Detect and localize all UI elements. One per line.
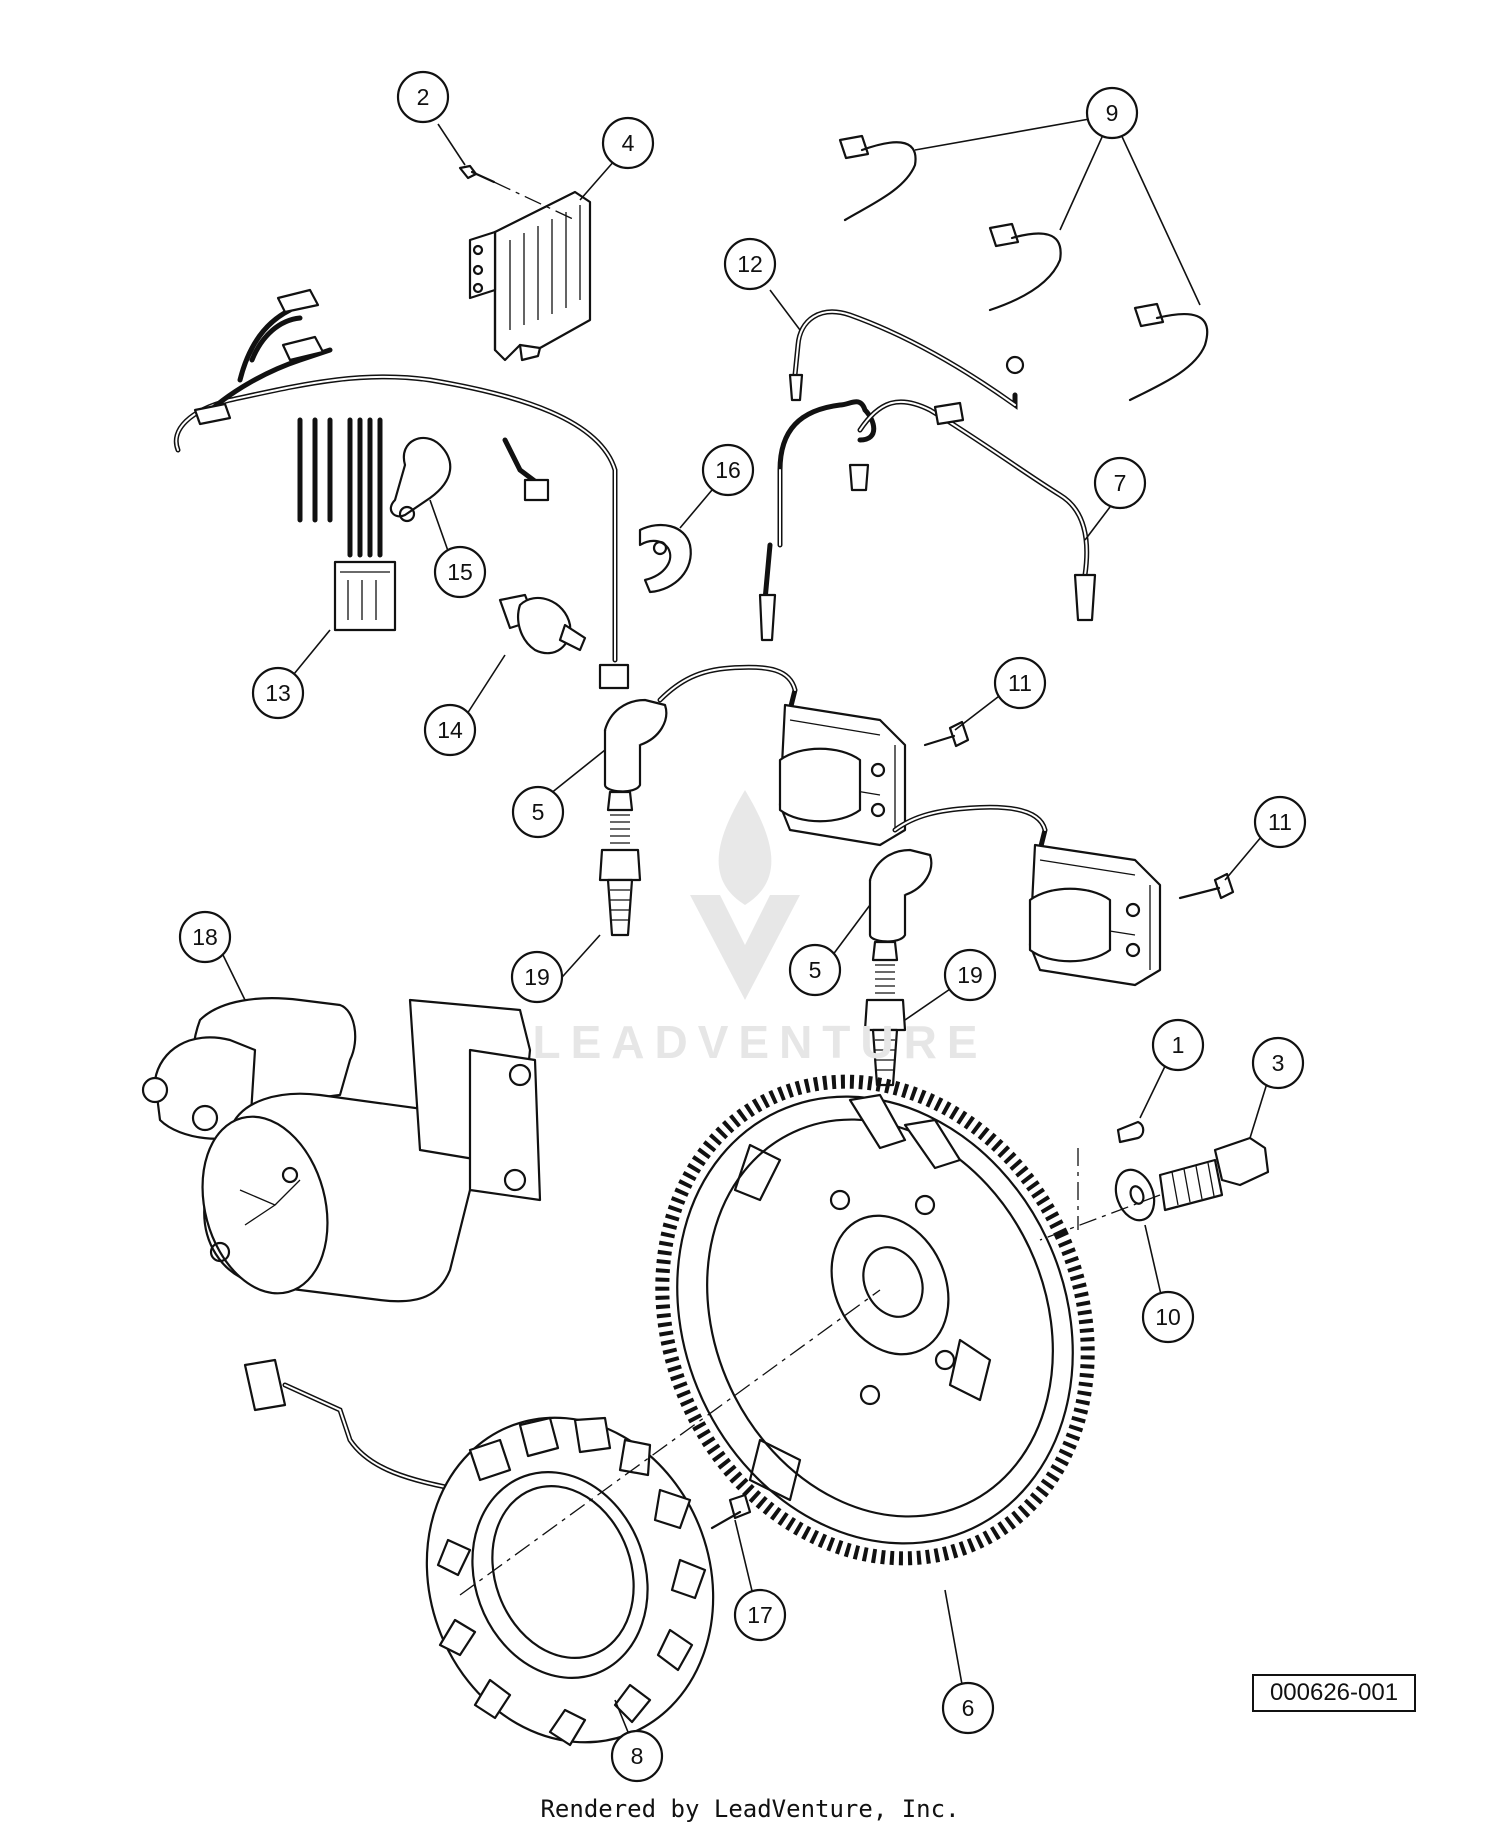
callout-label: 9 [1106, 100, 1119, 126]
callout-12: 12 [723, 237, 777, 291]
callout-11: 11 [993, 656, 1047, 710]
ignition-harness [758, 399, 1097, 642]
callout-17: 17 [733, 1588, 787, 1642]
callout-label: 8 [631, 1743, 644, 1769]
callout-label: 19 [957, 962, 983, 988]
oil-pressure-switch [498, 593, 587, 655]
flywheel [655, 1074, 1095, 1566]
callout-11: 11 [1253, 795, 1307, 849]
callout-10: 10 [1141, 1290, 1195, 1344]
callout-14: 14 [423, 703, 477, 757]
ignition-coil-screw-upper [923, 720, 970, 748]
flywheel-bolt [1039, 1136, 1270, 1241]
callout-label: 3 [1272, 1050, 1285, 1076]
callout-label: 17 [747, 1602, 773, 1628]
flywheel-washer [1114, 1168, 1156, 1222]
watermark-logo [690, 790, 800, 1000]
callout-9: 9 [1085, 86, 1139, 140]
starter-motor [141, 997, 542, 1303]
callout-label: 6 [962, 1695, 975, 1721]
callout-1: 1 [1151, 1018, 1205, 1072]
watermark-text: LEADVENTURE [532, 1016, 988, 1068]
callout-label: 5 [532, 799, 545, 825]
spark-plug-lower [863, 940, 907, 1087]
callout-label: 16 [715, 457, 741, 483]
callout-19: 19 [510, 950, 564, 1004]
callout-2: 2 [396, 70, 450, 124]
ignition-coil-screw-lower [1178, 872, 1235, 900]
callout-label: 11 [1008, 670, 1032, 696]
callout-18: 18 [178, 910, 232, 964]
callout-label: 5 [809, 957, 822, 983]
callout-label: 15 [447, 559, 473, 585]
render-credit: Rendered by LeadVenture, Inc. [540, 1795, 960, 1823]
cable-ties [838, 134, 1209, 402]
drawing-code: 000626-001 [1252, 1674, 1416, 1712]
p-clamp [638, 523, 692, 594]
callout-15: 15 [433, 545, 487, 599]
stator [243, 1289, 881, 1747]
harness-clamp [389, 436, 452, 523]
leader-lines [222, 114, 1269, 1738]
callout-label: 19 [524, 964, 550, 990]
callout-5: 5 [788, 943, 842, 997]
callout-label: 7 [1114, 470, 1127, 496]
flywheel-key [1077, 1120, 1145, 1230]
wiring-harness [173, 288, 630, 690]
callout-label: 13 [265, 680, 291, 706]
voltage-regulator [468, 190, 592, 362]
callout-label: 10 [1155, 1304, 1181, 1330]
callout-6: 6 [941, 1681, 995, 1735]
stator-screw [710, 1493, 752, 1530]
callout-4: 4 [601, 116, 655, 170]
callout-3: 3 [1251, 1036, 1305, 1090]
callout-19: 19 [943, 948, 997, 1002]
callout-8: 8 [610, 1729, 664, 1783]
ignition-coil-lower [868, 804, 1162, 987]
callout-label: 1 [1172, 1032, 1185, 1058]
callout-label: 18 [192, 924, 218, 950]
callout-label: 11 [1268, 809, 1292, 835]
callout-7: 7 [1093, 456, 1147, 510]
callout-5: 5 [511, 785, 565, 839]
callout-label: 14 [437, 717, 463, 743]
callout-label: 12 [737, 251, 763, 277]
ground-wire [788, 309, 1025, 410]
spark-plug-upper [598, 790, 642, 937]
callout-label: 2 [417, 84, 430, 110]
callout-label: 4 [622, 130, 635, 156]
regulator-screw [458, 164, 576, 221]
callout-13: 13 [251, 666, 305, 720]
callout-16: 16 [701, 443, 755, 497]
ignition-coil-upper [603, 664, 907, 847]
